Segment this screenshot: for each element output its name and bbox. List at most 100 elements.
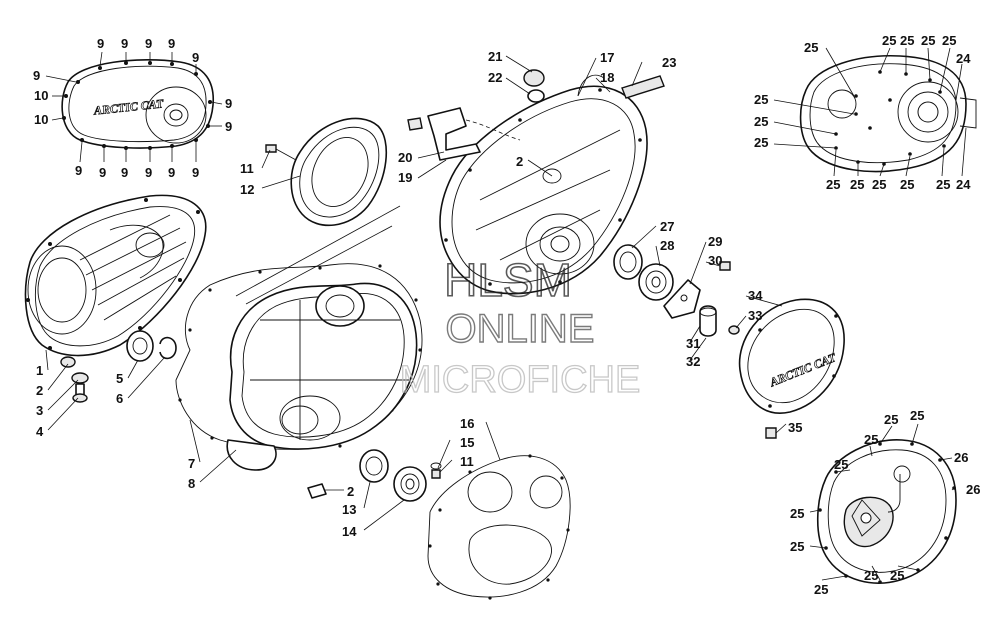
callout-25: 25 bbox=[882, 33, 896, 48]
callout-17: 17 bbox=[600, 50, 614, 65]
callout-10: 10 bbox=[34, 112, 48, 127]
callout-25: 25 bbox=[936, 177, 950, 192]
callout-25: 25 bbox=[814, 582, 828, 597]
callout-29: 29 bbox=[708, 234, 722, 249]
callout-25: 25 bbox=[864, 432, 878, 447]
leader-lines bbox=[45, 47, 967, 581]
watermark-line-1: HLSM bbox=[444, 254, 572, 306]
bolt-11-top bbox=[265, 144, 297, 161]
label-23 bbox=[621, 75, 665, 99]
callout-19: 19 bbox=[398, 170, 412, 185]
callout-24: 24 bbox=[956, 177, 971, 192]
callout-9: 9 bbox=[225, 96, 232, 111]
sleeve-31-32 bbox=[699, 305, 717, 337]
callout-13: 13 bbox=[342, 502, 356, 517]
callout-8: 8 bbox=[188, 476, 195, 491]
callout-25: 25 bbox=[890, 568, 904, 583]
crankcase-8 bbox=[226, 282, 418, 471]
callout-30: 30 bbox=[708, 253, 722, 268]
cover-34: ARCTIC CAT bbox=[738, 298, 845, 414]
clutch-cover-main bbox=[24, 194, 207, 357]
plate-29 bbox=[663, 279, 701, 319]
callout-22: 22 bbox=[488, 70, 502, 85]
watermark-line-2: ONLINE bbox=[446, 307, 595, 351]
callout-25: 25 bbox=[804, 40, 818, 55]
callout-2: 2 bbox=[36, 383, 43, 398]
callout-24: 24 bbox=[956, 51, 971, 66]
gasket-16 bbox=[427, 454, 571, 600]
callout-9: 9 bbox=[168, 165, 175, 180]
washer-33 bbox=[728, 325, 740, 335]
callout-2: 2 bbox=[347, 484, 354, 499]
callout-25: 25 bbox=[872, 177, 886, 192]
callout-9: 9 bbox=[145, 165, 152, 180]
bearing-27 bbox=[613, 244, 643, 280]
clutch-cover-top: ARCTIC CAT bbox=[61, 58, 215, 150]
callout-11: 11 bbox=[240, 161, 254, 176]
callout-25: 25 bbox=[900, 33, 914, 48]
callout-28: 28 bbox=[660, 238, 674, 253]
callout-9: 9 bbox=[192, 50, 199, 65]
case-24 bbox=[799, 55, 977, 173]
callout-25: 25 bbox=[884, 412, 898, 427]
watermark: HLSM ONLINE MICROFICHE bbox=[399, 253, 641, 401]
callout-18: 18 bbox=[600, 70, 614, 85]
dowel-2-bottom bbox=[307, 483, 327, 499]
cover-plate-12 bbox=[290, 117, 388, 227]
callout-25: 25 bbox=[921, 33, 935, 48]
callout-26: 26 bbox=[954, 450, 968, 465]
callout-14: 14 bbox=[342, 524, 357, 539]
bolt-30 bbox=[719, 261, 731, 271]
callout-5: 5 bbox=[116, 371, 123, 386]
callout-6: 6 bbox=[116, 391, 123, 406]
callout-25: 25 bbox=[826, 177, 840, 192]
callout-9: 9 bbox=[33, 68, 40, 83]
watermark-line-3: MICROFICHE bbox=[400, 359, 641, 401]
callout-26: 26 bbox=[966, 482, 980, 497]
callout-25: 25 bbox=[754, 92, 768, 107]
callout-9: 9 bbox=[75, 163, 82, 178]
callout-25: 25 bbox=[790, 539, 804, 554]
callout-2: 2 bbox=[516, 154, 523, 169]
callout-25: 25 bbox=[900, 177, 914, 192]
callout-25: 25 bbox=[790, 506, 804, 521]
callout-12: 12 bbox=[240, 182, 254, 197]
bearing-5-clip-6 bbox=[126, 330, 177, 362]
callout-15: 15 bbox=[460, 435, 474, 450]
callout-9: 9 bbox=[99, 165, 106, 180]
callout-10: 10 bbox=[34, 88, 48, 103]
callout-9: 9 bbox=[145, 36, 152, 51]
callout-11: 11 bbox=[460, 454, 474, 469]
callout-9: 9 bbox=[192, 165, 199, 180]
callout-25: 25 bbox=[864, 568, 878, 583]
callout-1: 1 bbox=[36, 363, 43, 378]
callout-25: 25 bbox=[754, 135, 768, 150]
callout-25: 25 bbox=[850, 177, 864, 192]
callout-31: 31 bbox=[686, 336, 700, 351]
bearing-14 bbox=[393, 466, 427, 502]
callout-35: 35 bbox=[788, 420, 802, 435]
callout-9: 9 bbox=[97, 36, 104, 51]
case-half-18 bbox=[439, 74, 648, 295]
callout-25: 25 bbox=[942, 33, 956, 48]
sensor-bracket-19-20 bbox=[407, 107, 521, 161]
reference-lines bbox=[235, 205, 401, 305]
callout-9: 9 bbox=[168, 36, 175, 51]
bearing-28 bbox=[638, 263, 674, 301]
callout-numbers: 9 9 9 9 9 9 10 10 9 9 9 9 9 9 9 9 1 2 3 … bbox=[33, 33, 980, 597]
callout-33: 33 bbox=[748, 308, 762, 323]
plug-21-22 bbox=[523, 69, 545, 103]
callout-23: 23 bbox=[662, 55, 676, 70]
callout-27: 27 bbox=[660, 219, 674, 234]
callout-7: 7 bbox=[188, 456, 195, 471]
callout-4: 4 bbox=[36, 424, 44, 439]
callout-20: 20 bbox=[398, 150, 412, 165]
callout-9: 9 bbox=[121, 36, 128, 51]
callout-25: 25 bbox=[834, 457, 848, 472]
callout-3: 3 bbox=[36, 403, 43, 418]
callout-9: 9 bbox=[225, 119, 232, 134]
bolt-11-15 bbox=[430, 462, 442, 479]
callout-25: 25 bbox=[910, 408, 924, 423]
